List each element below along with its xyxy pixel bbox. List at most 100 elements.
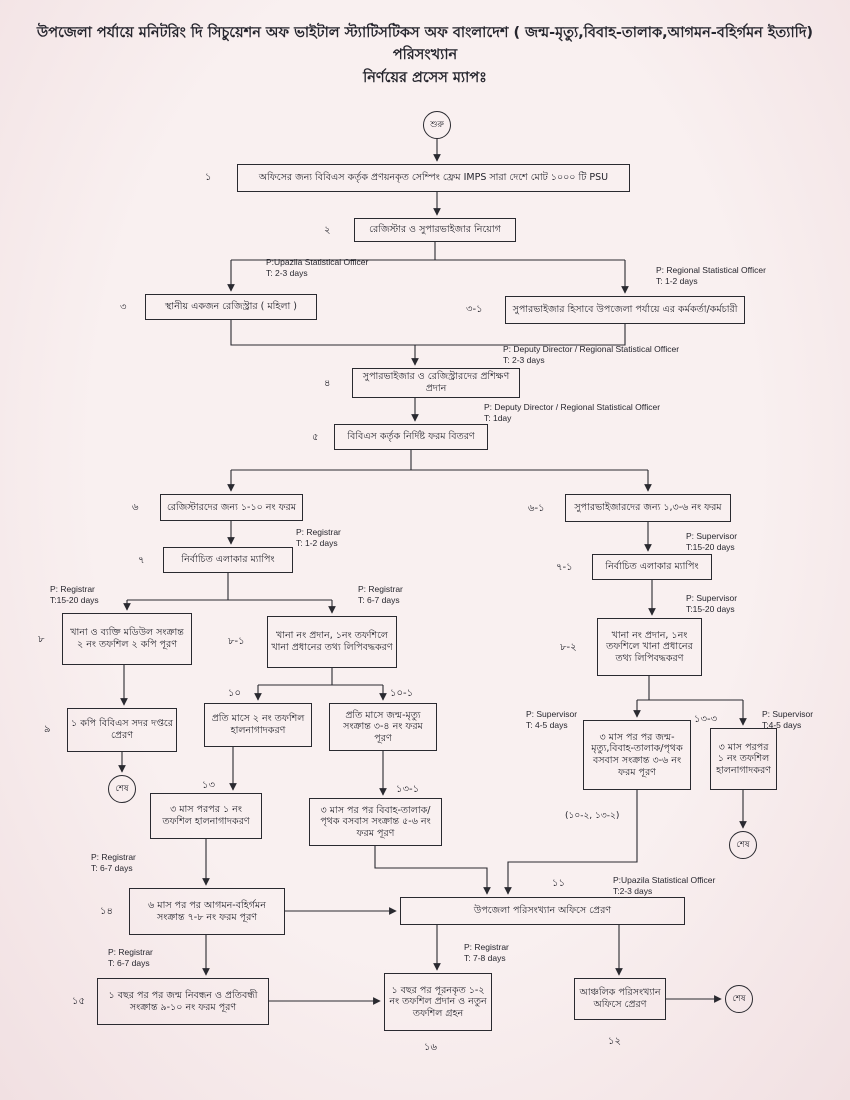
annotation-registrar-7-8-days: P: Registrar T: 7-8 days bbox=[464, 942, 544, 964]
annotation-time: T:15-20 days bbox=[50, 595, 99, 606]
annotation-regional-officer: P: Regional Statistical Officer T: 1-2 d… bbox=[656, 265, 801, 287]
step-number-5: ৫ bbox=[312, 432, 319, 443]
annotation-time: T: 6-7 days bbox=[108, 958, 150, 969]
annotation-time: T: 1-2 days bbox=[296, 538, 338, 549]
connector-split-8-2 bbox=[637, 676, 743, 701]
step-number-14: ১৪ bbox=[100, 906, 113, 917]
annotation-registrar-15-20-days: P: Registrar T:15-20 days bbox=[50, 584, 130, 606]
annotation-time: T: 2-3 days bbox=[503, 355, 545, 366]
annotation-supervisor-4-5-days-1: P: Supervisor T: 4-5 days bbox=[526, 709, 606, 731]
flow-node-13-2: ৩ মাস পর পর জন্ম-মৃত্যু,বিবাহ-তালাক/পৃথক… bbox=[583, 720, 691, 790]
step-number-7-1: ৭-১ bbox=[556, 562, 573, 573]
annotation-time: T:15-20 days bbox=[686, 542, 735, 553]
start-terminal: শুরু bbox=[423, 111, 451, 139]
step-number-16: ১৬ bbox=[424, 1042, 437, 1053]
flow-node-13-1: ৩ মাস পর পর বিবাহ-তালাক/পৃথক বসবাস সংক্র… bbox=[309, 798, 442, 846]
connector-merge-3 bbox=[230, 320, 626, 346]
flow-node-10: প্রতি মাসে ২ নং তফশিল হালনাগাদকরণ bbox=[204, 703, 312, 747]
step-number-10: ১০ bbox=[228, 688, 241, 699]
annotation-deputy-director-2: P: Deputy Director / Regional Statistica… bbox=[484, 402, 704, 424]
step-number-13: ১৩ bbox=[202, 780, 215, 791]
annotation-registrar-6-7-days-3: P: Registrar T: 6-7 days bbox=[108, 947, 188, 969]
flow-node-1: অফিসের জন্য বিবিএস কর্তৃক প্রণয়নকৃত সেম… bbox=[237, 164, 630, 192]
arrow-13-2-to-11 bbox=[504, 790, 638, 895]
annotation-supervisor-15-20-days-1: P: Supervisor T:15-20 days bbox=[686, 531, 766, 553]
step-number-15: ১৫ bbox=[72, 996, 85, 1007]
flow-node-4: সুপারভাইজার ও রেজিস্ট্রারদের প্রশিক্ষণ প… bbox=[352, 368, 520, 398]
annotation-person: P: Registrar bbox=[108, 947, 153, 957]
flow-node-10-1: প্রতি মাসে জন্ম-মৃত্যু সংক্রান্ত ৩-৪ নং … bbox=[329, 703, 437, 751]
flow-node-3: স্থানীয় একজন রেজিস্ট্রার ( মহিলা ) bbox=[145, 294, 317, 320]
flow-node-16: ১ বছর পর পূরনকৃত ১-২ নং তফশিল প্রদান ও ন… bbox=[384, 973, 492, 1031]
annotation-person: P: Registrar bbox=[50, 584, 95, 594]
annotation-supervisor-15-20-days-2: P: Supervisor T:15-20 days bbox=[686, 593, 766, 615]
step-number-2: ২ bbox=[324, 225, 331, 236]
flow-node-7-1: নির্বাচিত এলাকার ম্যাপিং bbox=[592, 554, 712, 580]
annotation-time: T: 6-7 days bbox=[358, 595, 400, 606]
annotation-person: P:Upazila Statistical Officer bbox=[266, 257, 369, 267]
flow-node-3-1: সুপারভাইজার হিসাবে উপজেলা পর্যায়ে এর কর… bbox=[505, 296, 745, 324]
page-title-line2: নির্ণয়ের প্রসেস ম্যাপঃ bbox=[363, 69, 487, 86]
annotation-time: T:15-20 days bbox=[686, 604, 735, 615]
step-number-9: ৯ bbox=[44, 724, 51, 735]
step-number-11: ১১ bbox=[552, 878, 565, 889]
step-number-4: ৪ bbox=[324, 378, 331, 389]
annotation-supervisor-4-5-days-2: P: Supervisor T:4-5 days bbox=[762, 709, 842, 731]
annotation-time: T: 6-7 days bbox=[91, 863, 133, 874]
annotation-person: P: Registrar bbox=[464, 942, 509, 952]
step-number-8-1: ৮-১ bbox=[228, 636, 245, 647]
annotation-person: P: Registrar bbox=[358, 584, 403, 594]
annotation-time: T:2-3 days bbox=[613, 886, 653, 897]
annotation-person: P: Registrar bbox=[296, 527, 341, 537]
step-number-1: ১ bbox=[205, 172, 212, 183]
page-title: উপজেলা পর্যায়ে মনিটরিং দি সিচুয়েশন অফ … bbox=[25, 22, 825, 89]
step-number-6: ৬ bbox=[132, 502, 139, 513]
flow-node-7: নির্বাচিত এলাকার ম্যাপিং bbox=[163, 547, 293, 573]
annotation-person: P: Supervisor bbox=[526, 709, 578, 719]
annotation-time: T:4-5 days bbox=[762, 720, 802, 731]
page-title-line1: উপজেলা পর্যায়ে মনিটরিং দি সিচুয়েশন অফ … bbox=[36, 25, 814, 64]
annotation-time: T: 1day bbox=[484, 413, 512, 424]
flow-node-15: ১ বছর পর পর জন্ম নিবন্ধন ও প্রতিবন্ধী সং… bbox=[97, 978, 269, 1025]
flow-node-14: ৬ মাস পর পর আগমন-বহির্গমন সংক্রান্ত ৭-৮ … bbox=[129, 888, 285, 935]
step-number-12: ১২ bbox=[608, 1036, 621, 1047]
annotation-person: P:Upazila Statistical Officer bbox=[613, 875, 716, 885]
annotation-person: P: Registrar bbox=[91, 852, 136, 862]
step-number-3: ৩ bbox=[120, 302, 127, 313]
step-number-8-2: ৮-২ bbox=[560, 642, 577, 653]
annotation-registrar-6-7-days-2: P: Registrar T: 6-7 days bbox=[91, 852, 171, 874]
annotation-time: T: 1-2 days bbox=[656, 276, 698, 287]
annotation-upazila-officer-2: P:Upazila Statistical Officer T:2-3 days bbox=[613, 875, 763, 897]
step-number-13-1: ১৩-১ bbox=[396, 784, 420, 795]
end-terminal-right: শেষ bbox=[729, 831, 757, 859]
step-number-13-3: ১৩-৩ bbox=[694, 714, 718, 725]
step-number-8: ৮ bbox=[38, 634, 45, 645]
annotation-person: P: Supervisor bbox=[686, 531, 738, 541]
flow-node-9: ১ কপি বিবিএস সদর দপ্তরে প্রেরণ bbox=[67, 708, 177, 752]
flow-node-13-3: ৩ মাস পরপর ১ নং তফশিল হালনাগাদকরণ bbox=[710, 728, 777, 790]
annotation-person: P: Regional Statistical Officer bbox=[656, 265, 766, 275]
flow-node-13: ৩ মাস পরপর ১ নং তফশিল হালনাগাদকরণ bbox=[150, 793, 262, 839]
flow-node-6-1: সুপারভাইজারদের জন্য ১,৩-৬ নং ফরম bbox=[565, 494, 731, 522]
ref-label-10-2-13-2: (১০-২, ১৩-২) bbox=[565, 811, 620, 821]
flow-node-8-2: খানা নং প্রদান, ১নং তফশিলে খানা প্রধানের… bbox=[597, 618, 702, 676]
end-terminal-left: শেষ bbox=[108, 775, 136, 803]
connector-split-5 bbox=[231, 450, 648, 471]
flow-node-2: রেজিস্টার ও সুপারভাইজার নিয়োগ bbox=[354, 218, 516, 242]
step-number-6-1: ৬-১ bbox=[528, 503, 545, 514]
flow-node-6: রেজিস্টারদের জন্য ১-১০ নং ফরম bbox=[160, 494, 303, 521]
annotation-upazila-officer-1: P:Upazila Statistical Officer T: 2-3 day… bbox=[266, 257, 371, 279]
arrow-13-1-to-11 bbox=[374, 846, 491, 895]
annotation-person: P: Supervisor bbox=[762, 709, 814, 719]
annotation-registrar-6-7-days-1: P: Registrar T: 6-7 days bbox=[358, 584, 438, 606]
flow-node-8-1: খানা নং প্রদান, ১নং তফশিলে খানা প্রধানের… bbox=[267, 616, 397, 668]
flow-node-11: উপজেলা পরিসংখ্যান অফিসে প্রেরণ bbox=[400, 897, 685, 925]
end-terminal-bottom: শেষ bbox=[725, 985, 753, 1013]
step-number-7: ৭ bbox=[138, 555, 145, 566]
annotation-time: T: 4-5 days bbox=[526, 720, 568, 731]
flow-node-12: আঞ্চলিক পরিসংখ্যান অফিসে প্রেরণ bbox=[574, 978, 666, 1020]
annotation-time: T: 7-8 days bbox=[464, 953, 506, 964]
annotation-person: P: Deputy Director / Regional Statistica… bbox=[484, 402, 661, 412]
annotation-time: T: 2-3 days bbox=[266, 268, 308, 279]
